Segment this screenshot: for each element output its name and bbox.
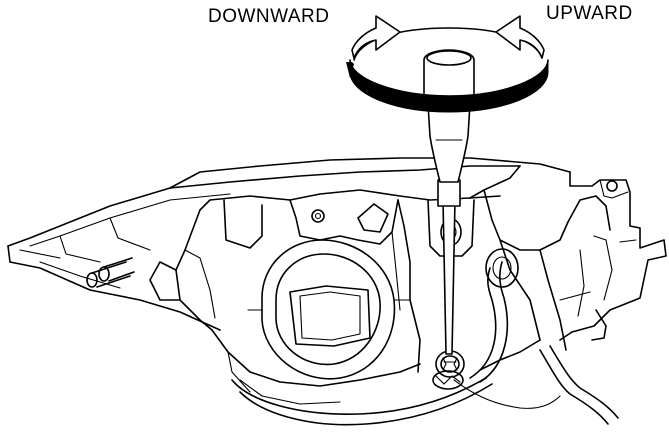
upward-label: UPWARD — [546, 3, 633, 24]
projector-lens — [247, 239, 411, 380]
headlight-housing — [7, 157, 667, 426]
downward-label: DOWNWARD — [208, 6, 330, 27]
wiring-harness — [231, 261, 619, 426]
aiming-adjuster — [432, 350, 465, 390]
rotation-direction-ring — [346, 15, 549, 113]
mounting-pins — [86, 257, 135, 288]
